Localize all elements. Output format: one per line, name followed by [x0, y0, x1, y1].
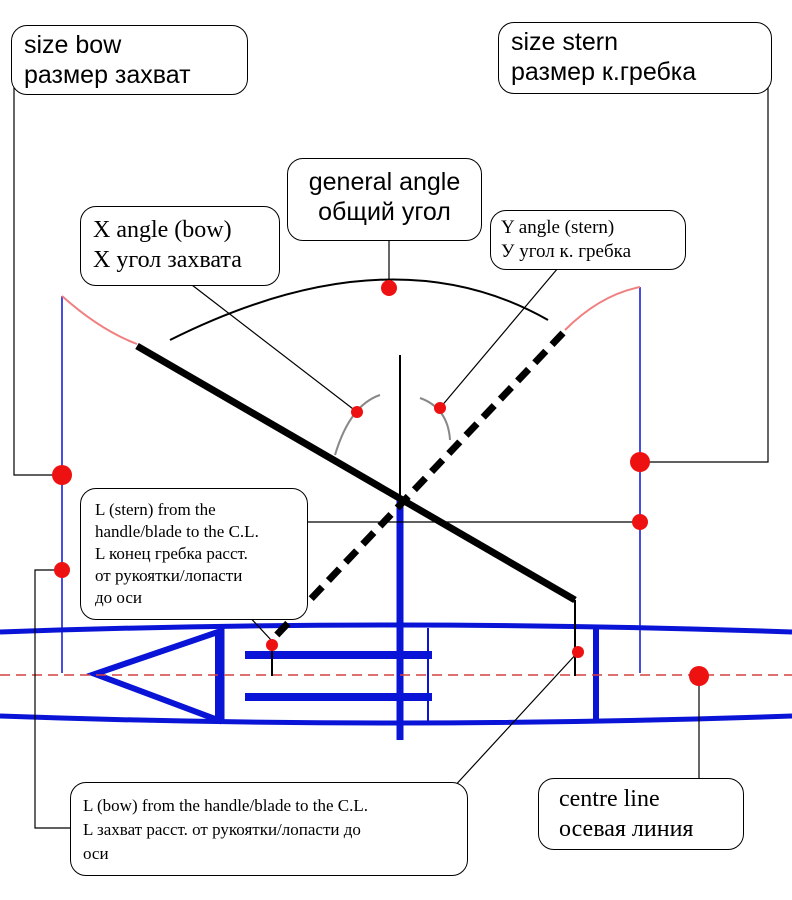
l-stern-line2: handle/blade to the C.L. [95, 522, 259, 541]
leader-lines [13, 70, 769, 829]
size-stern-leader [640, 70, 769, 463]
bow-deck-triangle [86, 627, 221, 725]
y-angle-label: Y angle (stern) У угол к. гребка [490, 210, 686, 270]
hull-top-edge [0, 622, 792, 635]
y-angle-marker [434, 402, 446, 414]
l-bow-leader-diagonal [439, 651, 579, 803]
x-angle-leader [191, 284, 358, 413]
stern-oar [269, 330, 566, 643]
stern-handle-marker [266, 639, 278, 651]
hull-bottom-edge [0, 713, 792, 726]
boat-hull [0, 622, 792, 726]
general-angle-ru: общий угол [318, 198, 451, 226]
size-stern-en: size stern [511, 28, 618, 56]
stern-tip-arc [564, 286, 641, 331]
l-bow-leader [34, 569, 70, 829]
size-bow-marker [52, 465, 72, 485]
l-stern-line4: от рукоятки/лопасти [95, 566, 243, 585]
y-angle-ru: У угол к. гребка [501, 241, 632, 262]
size-bow-en: size bow [24, 31, 122, 59]
l-bow-marker [54, 562, 70, 578]
y-angle-arc [419, 397, 451, 441]
general-angle-label: general angle общий угол [287, 158, 482, 241]
size-bow-ru: размер захват [24, 61, 191, 89]
size-stern-ru: размер к.гребка [511, 58, 697, 86]
centre-line-ru: осевая линия [559, 816, 694, 842]
l-stern-line5: до оси [95, 588, 142, 607]
y-angle-en: Y angle (stern) [501, 217, 615, 238]
x-angle-marker [351, 406, 363, 418]
l-bow-label: L (bow) from the handle/blade to the C.L… [70, 782, 468, 876]
general-angle-arc [169, 278, 549, 341]
size-bow-label: size bow размер захват [11, 25, 248, 95]
tip-arcs [61, 286, 641, 345]
bow-oar [135, 342, 577, 604]
y-angle-leader [439, 267, 559, 409]
centre-line-marker [689, 666, 709, 686]
l-stern-label: L (stern) from the handle/blade to the C… [80, 488, 308, 620]
x-angle-en: X angle (bow) [93, 217, 232, 243]
markers [52, 280, 709, 686]
l-bow-line1: L (bow) from the handle/blade to the C.L… [83, 796, 368, 815]
l-bow-line3: оси [83, 844, 109, 863]
bow-tip-arc [61, 295, 138, 345]
x-angle-arc [334, 394, 381, 456]
centre-line-label: centre line осевая линия [538, 778, 744, 850]
general-angle-marker [381, 280, 397, 296]
rigger-structure [86, 500, 599, 740]
size-stern-marker [630, 452, 650, 472]
centre-line-en: centre line [559, 786, 660, 812]
bow-handle-marker [572, 646, 584, 658]
l-stern-line3: L конец гребка расст. [95, 544, 248, 563]
size-stern-label: size stern размер к.гребка [498, 22, 772, 94]
x-angle-label: X angle (bow) X угол захвата [80, 206, 280, 286]
general-angle-en: general angle [308, 168, 461, 196]
x-angle-ru: X угол захвата [93, 247, 242, 273]
l-bow-line2: L захват расст. от рукоятки/лопасти до [83, 820, 361, 839]
l-stern-marker [632, 514, 648, 530]
l-stern-line1: L (stern) from the [95, 500, 216, 519]
size-bow-leader [13, 70, 62, 476]
